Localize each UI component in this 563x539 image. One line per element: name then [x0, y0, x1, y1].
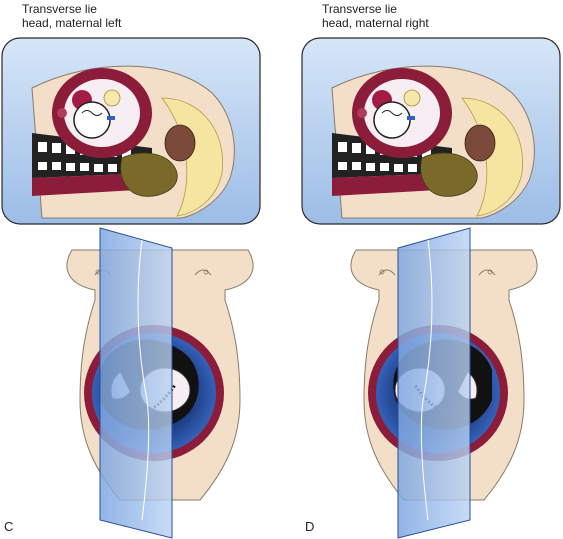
sagittal-plane-c: [99, 227, 173, 539]
caption-d-line2: head, maternal right: [322, 16, 429, 30]
panel-letter-c: C: [4, 519, 14, 534]
midline-d: [420, 239, 433, 521]
caption-c-line1: Transverse lie: [22, 2, 97, 16]
sagittal-section-c: [1, 37, 261, 225]
panel-c: [1, 37, 261, 539]
caption-d: Transverse lie head, maternal right: [322, 2, 429, 30]
caption-c: Transverse lie head, maternal left: [22, 2, 121, 30]
caption-d-line1: Transverse lie: [322, 2, 397, 16]
sagittal-section-d: [301, 37, 561, 225]
midline-c: [137, 239, 150, 521]
panel-d: [301, 37, 561, 539]
caption-c-line2: head, maternal left: [22, 16, 122, 30]
sagittal-plane-d: [397, 227, 471, 539]
panel-letter-d: D: [305, 519, 315, 534]
